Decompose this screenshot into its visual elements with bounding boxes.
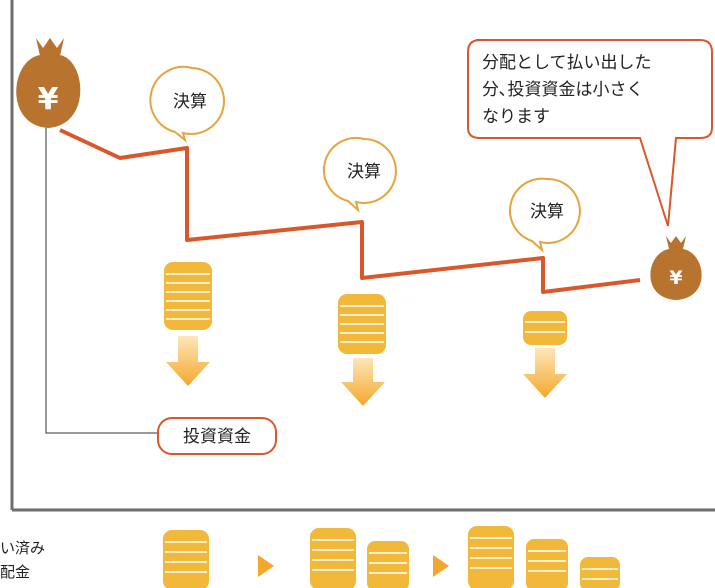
svg-text:なります: なります bbox=[482, 107, 550, 127]
money-bag-icon: ¥ bbox=[16, 38, 81, 128]
yen-mark: ¥ bbox=[38, 82, 59, 117]
settlement-callout: 決算 bbox=[323, 137, 397, 213]
settlement-callout: 決算 bbox=[509, 177, 581, 253]
capital-line bbox=[59, 128, 641, 294]
down-arrow-icon bbox=[523, 348, 567, 398]
next-arrow-icon bbox=[433, 555, 449, 577]
footer-coin-stack-icon bbox=[580, 557, 620, 588]
small-money-bag-icon: ¥ bbox=[650, 236, 702, 300]
capital-connector bbox=[45, 128, 158, 434]
down-arrow-icon bbox=[341, 358, 385, 406]
svg-text:¥: ¥ bbox=[669, 267, 682, 289]
footer-coin-stack-icon bbox=[367, 541, 409, 588]
note-callout: 分配として払い出した 分､投資資金は小さく なります bbox=[467, 39, 713, 227]
footer-label-line: い済み bbox=[0, 539, 45, 557]
coin-stack-icon bbox=[164, 262, 212, 330]
down-arrow-icon bbox=[166, 336, 210, 386]
svg-text:決算: 決算 bbox=[530, 202, 564, 222]
footer-coin-stack-icon bbox=[468, 526, 514, 588]
svg-text:決算: 決算 bbox=[173, 92, 207, 112]
diagram-frame bbox=[10, 0, 715, 512]
capital-label: 投資資金 bbox=[157, 417, 277, 455]
svg-text:分､投資資金は小さく: 分､投資資金は小さく bbox=[482, 80, 644, 100]
svg-text:決算: 決算 bbox=[347, 162, 381, 182]
coin-stack-icon bbox=[338, 294, 386, 354]
footer-coin-stack-icon bbox=[526, 539, 568, 588]
footer-label-line: 配金 bbox=[0, 563, 30, 581]
coin-stack-icon bbox=[523, 311, 567, 345]
footer-coin-stack-icon bbox=[310, 528, 356, 588]
svg-text:分配として払い出した: 分配として払い出した bbox=[482, 53, 652, 73]
settlement-callout: 決算 bbox=[149, 65, 225, 143]
footer-coin-stack-icon bbox=[163, 530, 209, 588]
svg-text:投資資金: 投資資金 bbox=[183, 427, 251, 447]
next-arrow-icon bbox=[258, 555, 274, 577]
